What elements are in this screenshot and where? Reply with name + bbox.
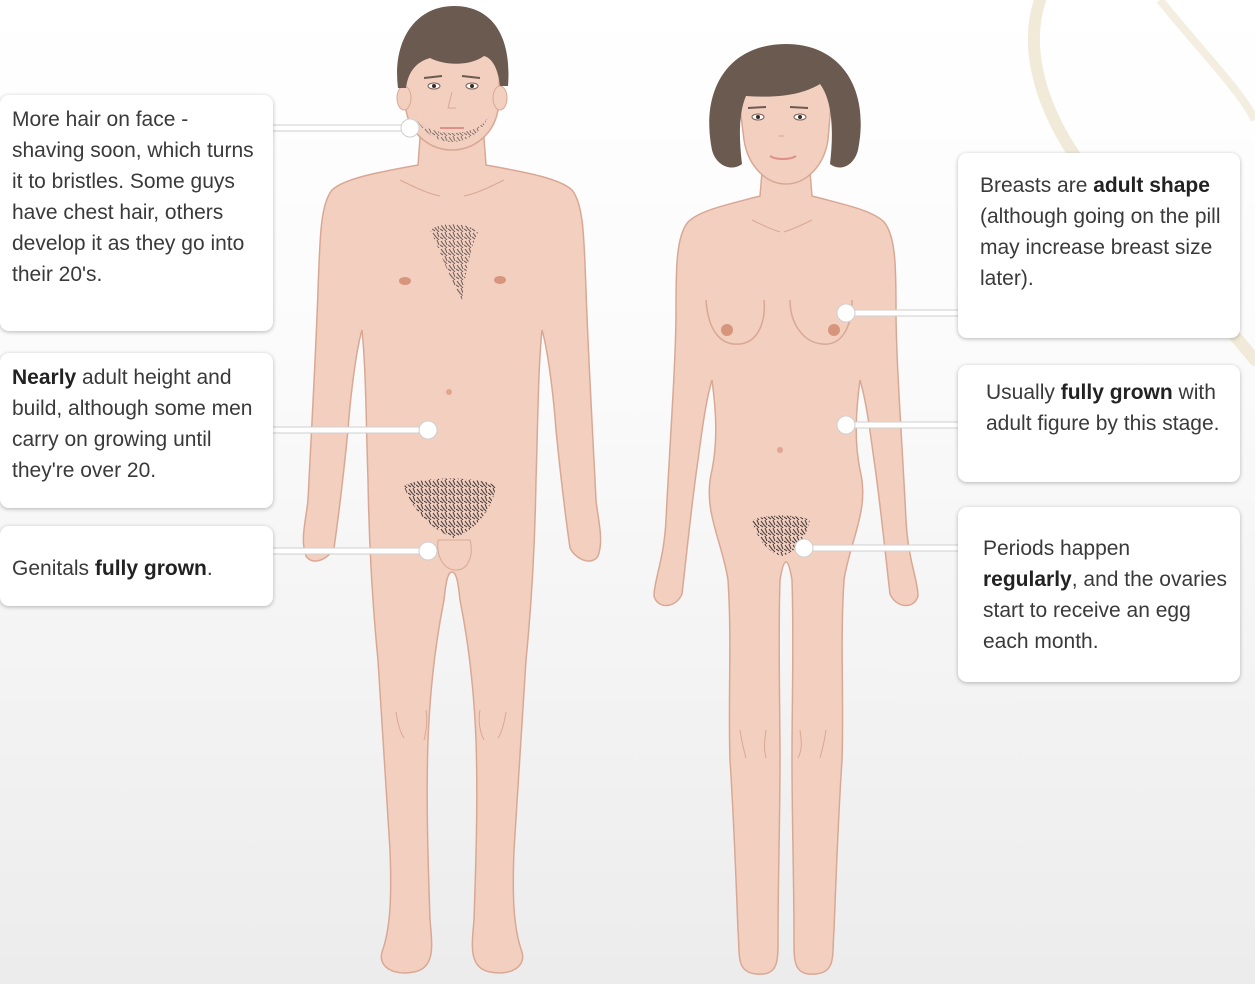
connector-figure xyxy=(837,416,958,434)
callout-genitals-text-before: Genitals xyxy=(12,557,95,580)
callout-figure-text-before: Usually xyxy=(986,381,1061,404)
callout-periods-text-before: Periods happen xyxy=(983,537,1130,560)
connector-face xyxy=(273,119,419,137)
connector-height xyxy=(273,421,437,439)
callout-height: Nearly adult height and build, although … xyxy=(0,353,273,508)
callout-face-hair: More hair on face - shaving soon, which … xyxy=(0,95,273,331)
callout-breasts: Breasts are adult shape (although going … xyxy=(958,153,1240,338)
callout-periods: Periods happen regularly, and the ovarie… xyxy=(958,507,1240,682)
callout-periods-bold: regularly xyxy=(983,568,1072,591)
callout-figure-bold: fully grown xyxy=(1061,381,1173,404)
callout-breasts-text-before: Breasts are xyxy=(980,174,1093,197)
callout-genitals-text-after: . xyxy=(207,557,213,580)
connector-periods xyxy=(795,539,958,557)
connector-genitals xyxy=(273,542,437,560)
callout-face-hair-text: More hair on face - shaving soon, which … xyxy=(12,108,254,286)
callout-genitals-bold: fully grown xyxy=(95,557,207,580)
connector-breasts xyxy=(837,304,958,322)
callout-breasts-bold: adult shape xyxy=(1093,174,1210,197)
callout-genitals: Genitals fully grown. xyxy=(0,526,273,606)
callout-height-bold: Nearly xyxy=(12,366,76,389)
callout-figure: Usually fully grown with adult figure by… xyxy=(958,365,1240,482)
callout-breasts-text-after: (although going on the pill may increase… xyxy=(980,205,1221,290)
